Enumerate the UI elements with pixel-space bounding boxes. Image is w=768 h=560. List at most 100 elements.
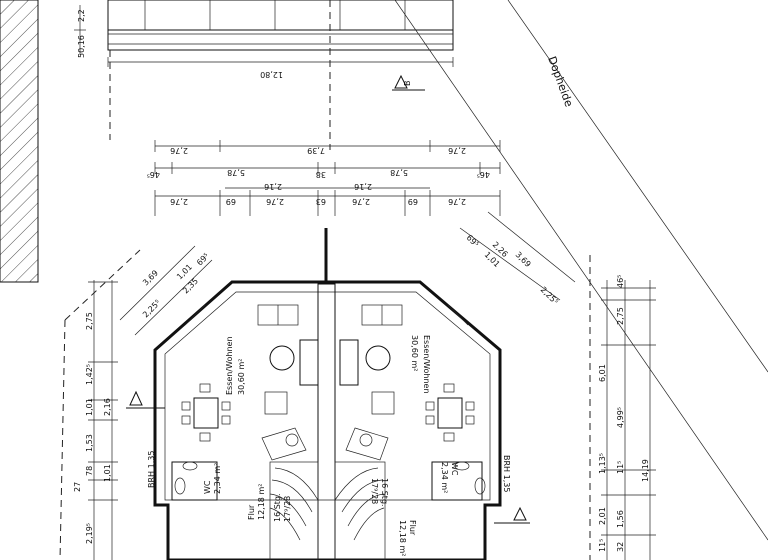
dim-row4-b: 69 xyxy=(226,197,236,206)
property-boundary-lines xyxy=(59,0,768,560)
right-unit-furniture xyxy=(339,339,475,461)
dim-left-diag-d: 2,35 xyxy=(181,276,200,295)
dim-right-diag-a: 3,69 xyxy=(514,250,533,269)
dim-left-diag-e: 2,25⁵ xyxy=(141,298,162,319)
desk-right xyxy=(345,427,389,461)
dim-top-width: 12,80 xyxy=(260,70,283,79)
dim-right-vert-f: 11⁵ xyxy=(616,461,625,474)
dim-right-vert-j: 11⁵ xyxy=(598,539,607,552)
dim-right-diag-e: 2,25⁵ xyxy=(539,285,560,306)
dim-top-side-b: 50,16 xyxy=(77,35,86,58)
stairs-right-ratio: 17⁹/28 xyxy=(370,478,379,504)
room-hall-left-area: 12,18 m² xyxy=(257,484,266,520)
dim-left-vert-h: 27 xyxy=(73,482,82,492)
dim-right-diag-d: 69⁵ xyxy=(465,233,481,249)
street-name: Dopheide xyxy=(545,55,575,109)
section-arrows xyxy=(126,390,530,524)
sofa-right xyxy=(339,339,359,386)
dim-row-3: 2,16 2,16 xyxy=(225,182,430,191)
room-hall-right: Flur xyxy=(408,520,417,536)
room-hall-right-area: 12,18 m² xyxy=(398,520,407,556)
dim-left-vert-a: 2,75 xyxy=(85,312,94,330)
dim-right-vert-d: 4,99⁵ xyxy=(616,407,625,428)
dim-row2-d: 5,78 xyxy=(390,168,408,177)
dim-row3-b: 2,16 xyxy=(354,182,372,191)
dim-row-1: 2,76 7,39 2,76 xyxy=(154,140,501,155)
dim-row4-e: 2,76 xyxy=(352,197,370,206)
dim-row2-a: 46⁵ xyxy=(147,170,160,179)
stairs-left-ratio: 17⁹/28 xyxy=(283,496,292,522)
section-marker-label: B xyxy=(403,81,412,87)
desk-left xyxy=(261,427,307,461)
dim-row2-c: 38 xyxy=(316,170,326,179)
section-marker-b: B xyxy=(392,74,425,91)
round-table-left xyxy=(269,345,295,371)
windows xyxy=(184,304,469,326)
dim-line-top-width: 12,80 2,2 50,16 xyxy=(77,9,454,79)
dim-diagonal-left: 3,69 1,01 69⁵ 2,35 2,25⁵ xyxy=(119,245,213,336)
round-table-right xyxy=(365,345,391,371)
dim-row1-a: 2,76 xyxy=(170,146,188,155)
dim-top-side-a: 2,2 xyxy=(77,9,86,22)
room-labels-left: Essen/Wohnen 30,60 m² WC 2,34 m² Flur 12… xyxy=(147,336,292,522)
dim-left-vert-g: 78 xyxy=(85,466,94,476)
room-labels-right: Essen/Wohnen 30,60 m² WC 2,34 m² Flur 12… xyxy=(370,335,511,556)
stairs-left-count: 16 Stg. xyxy=(273,493,282,522)
left-unit-furniture xyxy=(181,339,319,461)
dim-row3-a: 2,16 xyxy=(264,182,282,191)
wc-fixtures xyxy=(171,461,486,501)
brh-left: BRH 1,35 xyxy=(147,451,156,488)
dim-diagonal-right: 3,69 2,26 1,01 69⁵ 2,25⁵ xyxy=(459,211,576,306)
dim-left-vert-b: 1,42⁵ xyxy=(85,364,94,385)
dim-right-vert-h: 1,56 xyxy=(616,510,625,528)
room-living-left-area: 30,60 m² xyxy=(237,359,246,395)
dim-row4-c: 2,76 xyxy=(266,197,284,206)
existing-building-top xyxy=(74,0,454,55)
room-living-right-area: 30,60 m² xyxy=(410,335,419,371)
dim-vertical-right: 46⁵ 2,75 6,01 4,99⁵ 1,13⁵ 11⁵ 2,01 1,56 … xyxy=(598,275,656,560)
dim-left-diag-a: 3,69 xyxy=(141,268,160,287)
armchair-right xyxy=(371,391,395,415)
dining-table-left xyxy=(193,397,219,429)
dim-left-vert-d: 2,16 xyxy=(103,398,112,416)
dim-left-vert-f: 1,01 xyxy=(103,464,112,482)
neighbour-building-hatched xyxy=(0,0,39,283)
room-wc-right: WC xyxy=(450,462,459,476)
dim-right-vert-c: 6,01 xyxy=(598,364,607,382)
staircases xyxy=(269,461,386,560)
dining-table-right xyxy=(437,397,463,429)
dim-row2-b: 5,78 xyxy=(227,168,245,177)
dim-right-vert-k: 14,19 xyxy=(641,459,650,482)
room-living-left: Essen/Wohnen xyxy=(225,336,234,395)
dim-right-vert-g: 2,01 xyxy=(598,507,607,525)
dim-row4-f: 69 xyxy=(408,197,418,206)
dim-row4-g: 2,76 xyxy=(448,197,466,206)
sofa-left xyxy=(299,339,319,386)
dim-left-diag-c: 69⁵ xyxy=(195,252,211,268)
dim-left-vert-e: 1,53 xyxy=(85,434,94,452)
dim-row2-e: 46⁵ xyxy=(477,170,490,179)
house-outer-walls xyxy=(153,228,502,560)
room-living-right: Essen/Wohnen xyxy=(422,335,431,394)
dim-right-vert-b: 2,75 xyxy=(616,307,625,325)
dim-row-4: 2,76 69 2,76 63 2,76 69 2,76 xyxy=(154,190,501,216)
dim-right-vert-e: 1,13⁵ xyxy=(598,453,607,474)
room-hall-left: Flur xyxy=(247,504,256,520)
dim-left-vert-c: 1,01 xyxy=(85,398,94,416)
room-wc-left-area: 2,34 m² xyxy=(213,463,222,494)
dim-row1-b: 7,39 xyxy=(307,146,325,155)
dim-row1-c: 2,76 xyxy=(448,146,466,155)
dim-left-vert-i: 2,19⁵ xyxy=(85,523,94,544)
dim-right-vert-i: 32 xyxy=(616,542,625,552)
dim-row4-a: 2,76 xyxy=(170,197,188,206)
stairs-right-count: 16 Stg. xyxy=(380,478,389,507)
dim-row4-d: 63 xyxy=(316,197,326,206)
room-wc-right-area: 2,34 m² xyxy=(440,462,449,493)
dim-row-2: 46⁵ 5,78 38 5,78 46⁵ xyxy=(147,162,501,179)
room-wc-left: WC xyxy=(203,480,212,494)
armchair-left xyxy=(264,391,288,415)
dim-right-vert-a: 46⁵ xyxy=(616,275,625,288)
brh-right: BRH 1,35 xyxy=(502,455,511,492)
dim-vertical-left: 2,75 1,42⁵ 1,01 2,16 1,53 1,01 78 27 2,1… xyxy=(73,280,118,560)
